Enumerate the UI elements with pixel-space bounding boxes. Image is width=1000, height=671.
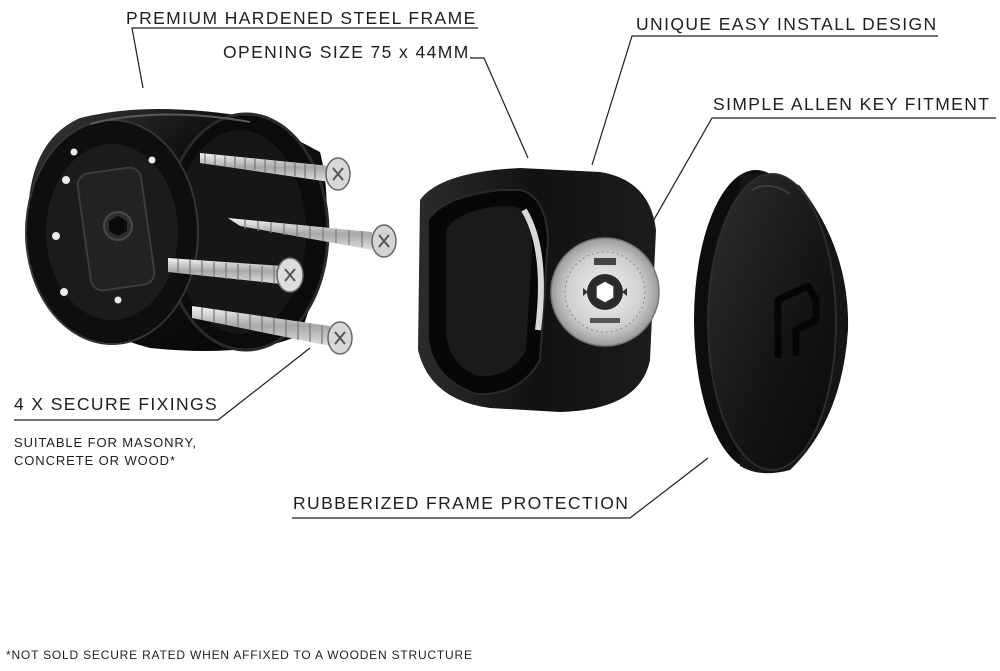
fixings-sub-line2: CONCRETE OR WOOD* — [14, 453, 176, 468]
steel-frame — [25, 109, 330, 352]
rubber-cap — [694, 170, 849, 474]
allen-key-disc — [550, 237, 660, 347]
allen-key-label: SIMPLE ALLEN KEY FITMENT — [713, 94, 991, 114]
screw-1 — [200, 153, 351, 191]
leader-opening-size — [470, 57, 529, 159]
screw-4 — [192, 306, 353, 355]
fixings-label: 4 X SECURE FIXINGS — [14, 394, 219, 414]
cap-logo-icon — [774, 282, 820, 358]
opening-size-label: OPENING SIZE 75 x 44MM — [223, 42, 470, 62]
leader-easy-install — [591, 35, 938, 166]
fixings-sub-line1: SUITABLE FOR MASONRY, — [14, 435, 197, 450]
screw-3 — [168, 257, 304, 293]
rubber-sleeve — [418, 168, 660, 412]
mounting-holes — [52, 148, 156, 304]
rubber-protection-label: RUBBERIZED FRAME PROTECTION — [293, 493, 630, 513]
leader-rubber — [292, 457, 709, 519]
footnote: *NOT SOLD SECURE RATED WHEN AFFIXED TO A… — [6, 648, 473, 662]
steel-frame-label: PREMIUM HARDENED STEEL FRAME — [126, 8, 477, 28]
easy-install-label: UNIQUE EASY INSTALL DESIGN — [636, 14, 938, 34]
screws — [168, 153, 397, 355]
leader-steel-frame — [131, 27, 478, 89]
leader-fixings — [14, 347, 311, 421]
screw-2 — [228, 218, 397, 258]
